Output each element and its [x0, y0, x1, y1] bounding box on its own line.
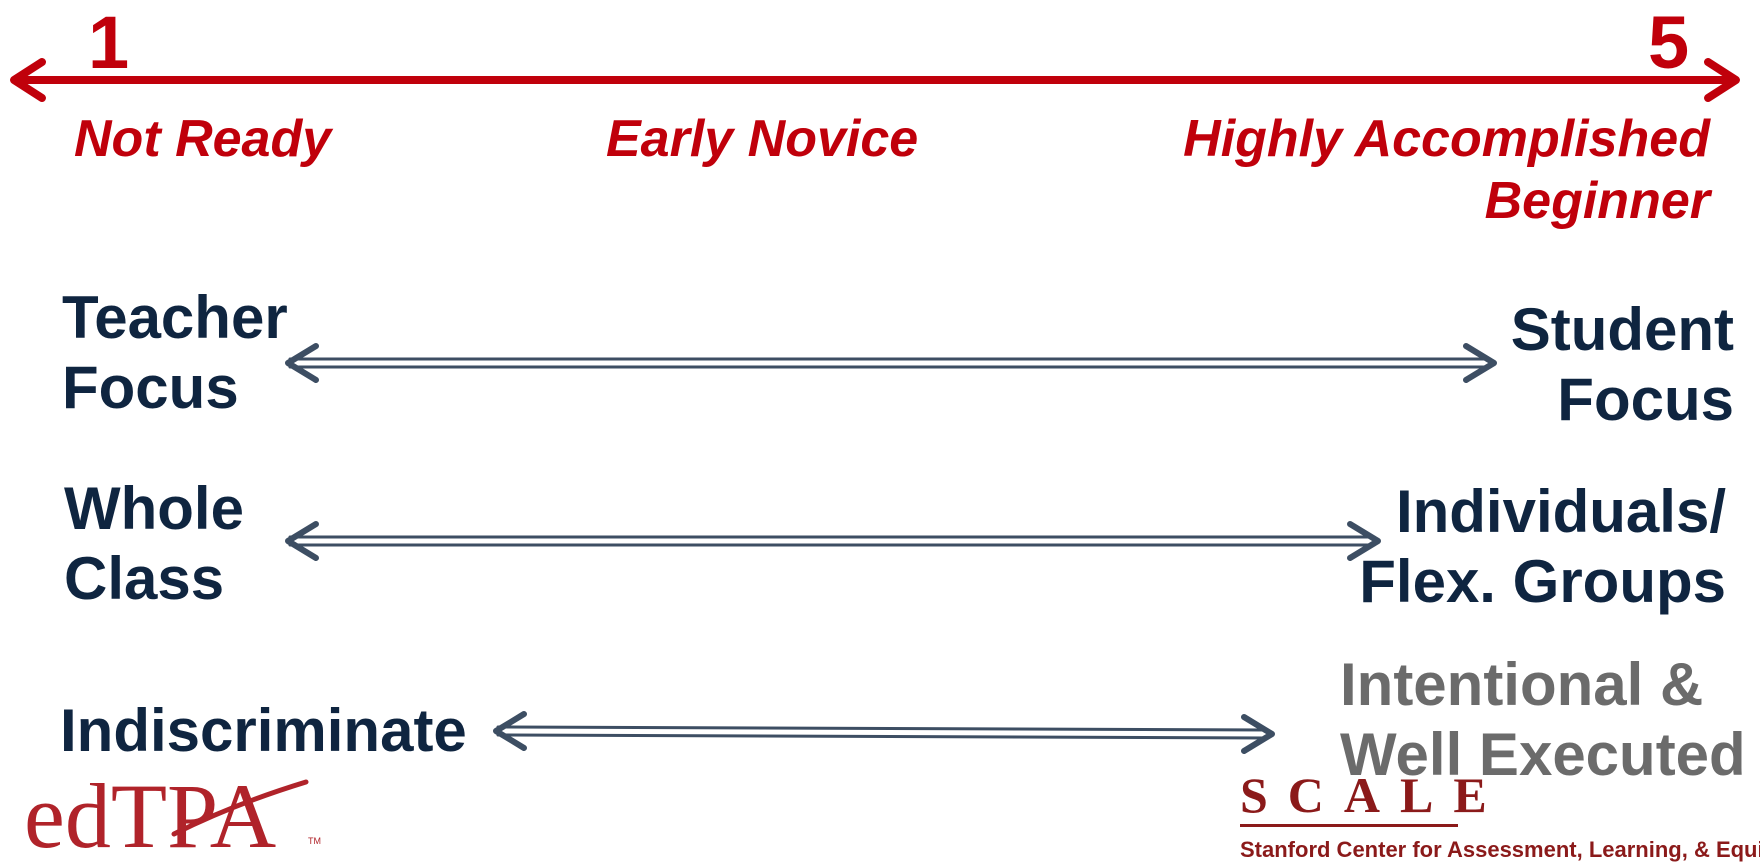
- level-not-ready: Not Ready: [74, 110, 332, 168]
- continuum-2-left-line1: Whole: [64, 475, 244, 542]
- continuum-1-right-line1: Student: [1510, 296, 1734, 363]
- scale-low-number: 1: [88, 1, 130, 84]
- continuum-3-right-line2: Well Executed: [1340, 721, 1746, 788]
- continuum-1-left-line2: Focus: [62, 354, 239, 421]
- continuum-2-right-line2: Flex. Groups: [1359, 548, 1726, 615]
- scale-logo-underline: [1240, 824, 1458, 827]
- edtpa-wordmark: edTPA: [24, 765, 277, 867]
- continuum-1-left-line1: Teacher: [62, 284, 288, 351]
- edtpa-swoosh: [171, 779, 309, 837]
- continuum-2-right-line1: Individuals/: [1395, 478, 1726, 545]
- continuum-arrow-2: [285, 521, 1381, 561]
- scale-logo-letters: SCALE: [1240, 767, 1507, 823]
- continuum-2-left-label: Whole Class: [64, 474, 244, 614]
- edtpa-logo: edTPA TM: [24, 764, 324, 862]
- scale-high-number: 5: [1648, 1, 1690, 84]
- level-highly-accomplished-line1: Highly Accomplished: [1183, 110, 1710, 168]
- continuum-1-right-line2: Focus: [1557, 366, 1734, 433]
- continuum-1-right-label: Student Focus: [1511, 295, 1734, 435]
- level-highly-accomplished-line2: Beginner: [1484, 172, 1710, 230]
- continuum-3-left-label: Indiscriminate: [60, 697, 467, 764]
- continuum-3-right-label: Intentional & Well Executed: [1340, 650, 1746, 790]
- continuum-2-left-line2: Class: [64, 545, 225, 612]
- edtpa-trademark: TM: [308, 836, 321, 846]
- scale-arrow: [10, 58, 1740, 102]
- continuum-arrow-1: [285, 343, 1497, 383]
- scale-logo: SCALE Stanford Center for Assessment, Le…: [1240, 770, 1760, 861]
- scale-logo-subtitle: Stanford Center for Assessment, Learning…: [1240, 837, 1760, 862]
- level-highly-accomplished: Highly Accomplished Beginner: [1183, 108, 1710, 232]
- continuum-3-right-line1: Intentional &: [1340, 651, 1704, 718]
- continuum-2-right-label: Individuals/ Flex. Groups: [1359, 477, 1726, 617]
- level-early-novice: Early Novice: [606, 110, 919, 168]
- continuum-1-left-label: Teacher Focus: [62, 283, 288, 423]
- continuum-arrow-3: [493, 711, 1275, 754]
